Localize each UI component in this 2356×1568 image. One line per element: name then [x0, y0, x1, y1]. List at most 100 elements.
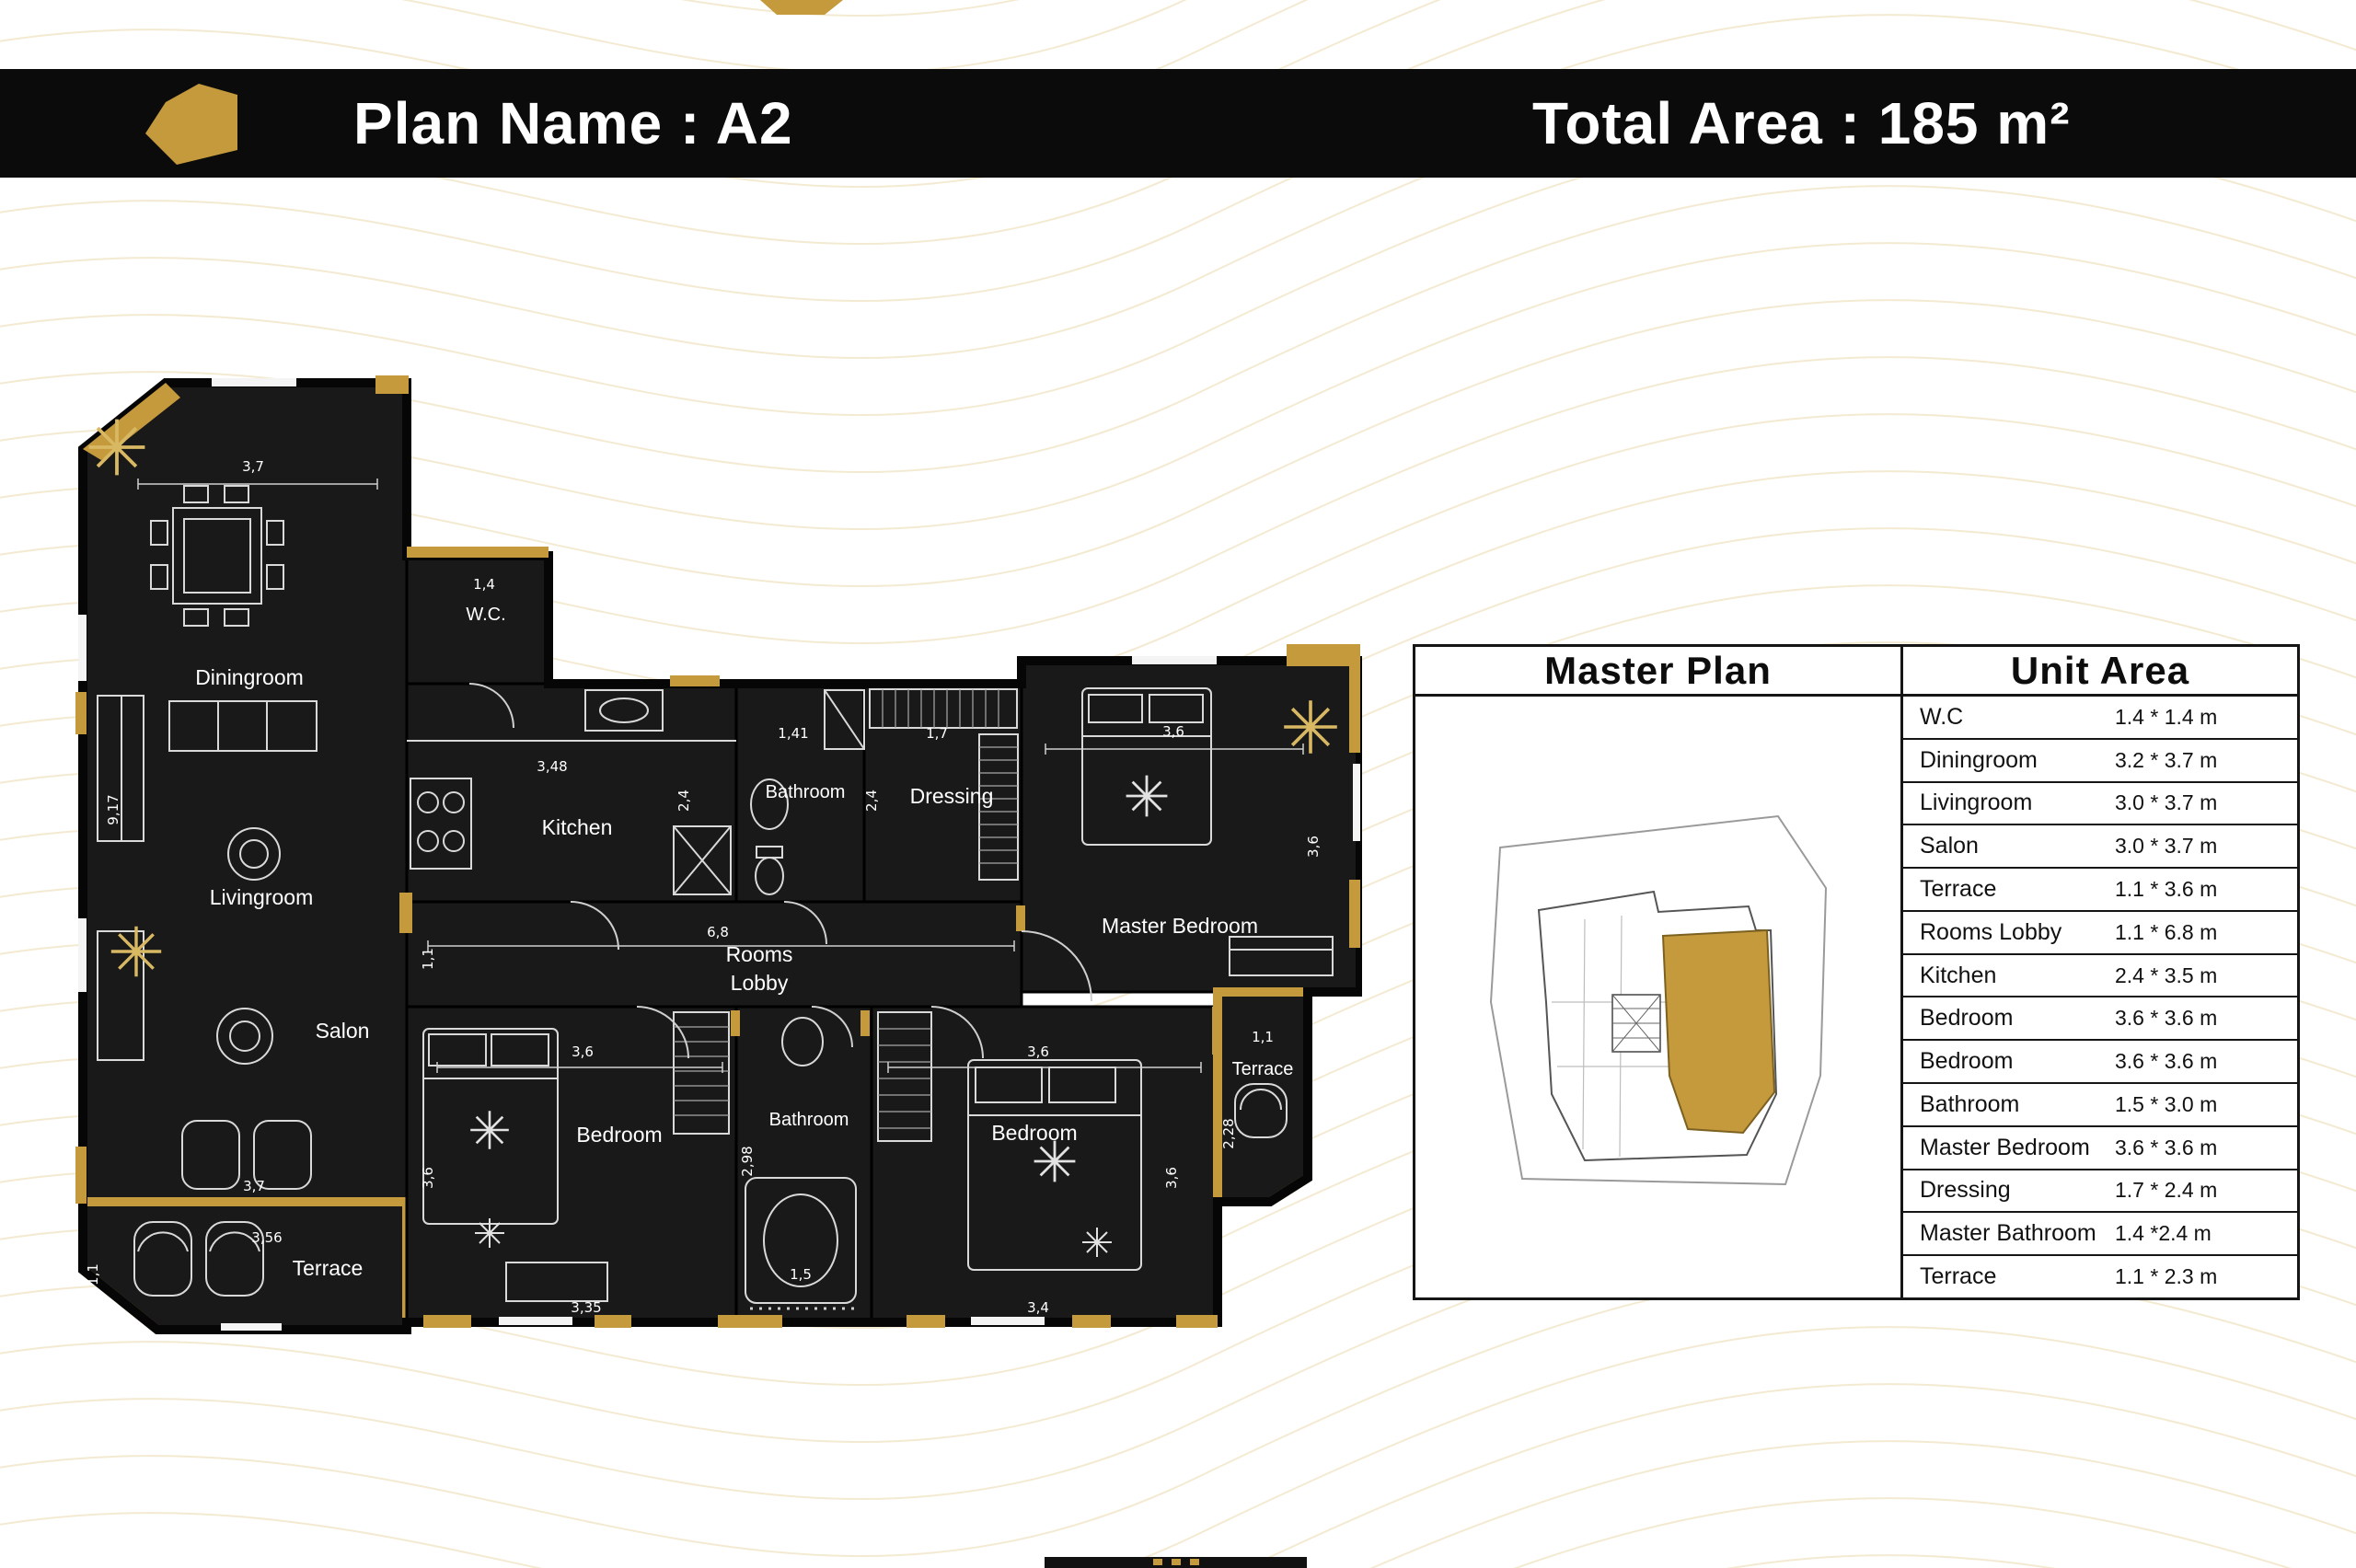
row-room-name: Rooms Lobby: [1920, 918, 2062, 945]
dim-label: 3,6: [420, 1167, 436, 1189]
row-room-name: Master Bathroom: [1920, 1220, 2096, 1247]
room-left-wing: [81, 381, 409, 1204]
table-row: Dressing 1.7 * 2.4 m: [1903, 1170, 2297, 1214]
row-room-dims: 1.4 *2.4 m: [2115, 1221, 2212, 1246]
row-room-dims: 2.4 * 3.5 m: [2115, 963, 2218, 987]
dim-label: 1,41: [778, 725, 808, 742]
room-label-dressing: Dressing: [910, 784, 994, 808]
dim-label: 3,6: [1027, 1043, 1049, 1060]
dim-label: 1,1: [85, 1263, 101, 1286]
row-room-name: Salon: [1920, 833, 1979, 859]
row-room-name: Livingroom: [1920, 790, 2033, 816]
room-label-livingroom: Livingroom: [210, 885, 314, 909]
row-room-name: Diningroom: [1920, 746, 2038, 773]
dim-label: 3,6: [1163, 1167, 1180, 1189]
table-row: Diningroom 3.2 * 3.7 m: [1903, 740, 2297, 783]
dim-label: 3,35: [571, 1299, 601, 1316]
highlighted-unit: [1661, 928, 1775, 1134]
table-row: Bathroom 1.5 * 3.0 m: [1903, 1084, 2297, 1127]
row-room-dims: 3.6 * 3.6 m: [2115, 1049, 2218, 1074]
footer-partial-graphic: [1045, 1557, 1307, 1568]
plan-name-title: Plan Name : A2: [353, 90, 793, 156]
dim-label: 1,1: [420, 948, 436, 970]
row-room-dims: 1.1 * 3.6 m: [2115, 877, 2218, 902]
master-plan-header: Master Plan: [1415, 647, 1903, 694]
table-row: W.C 1.4 * 1.4 m: [1903, 697, 2297, 740]
furniture: [87, 417, 1339, 1310]
site-boundary: [1489, 814, 1827, 1185]
dim-label: 3,6: [1162, 723, 1184, 740]
dim-label: 2,4: [863, 790, 880, 812]
table-row: Master Bathroom 1.4 *2.4 m: [1903, 1213, 2297, 1257]
logo-shape: [145, 84, 237, 165]
row-room-dims: 3.6 * 3.6 m: [2115, 1006, 2218, 1031]
room-label-terrace-bottom: Terrace: [293, 1256, 364, 1280]
row-room-name: Kitchen: [1920, 962, 1997, 988]
dim-label: 1,5: [790, 1266, 812, 1283]
row-room-dims: 3.6 * 3.6 m: [2115, 1135, 2218, 1159]
table-row: Bedroom 3.6 * 3.6 m: [1903, 997, 2297, 1042]
table-row: Master Bedroom 3.6 * 3.6 m: [1903, 1127, 2297, 1170]
dim-label: 3,48: [537, 758, 567, 775]
room-kitchen: [405, 682, 738, 904]
table-row: Salon 3.0 * 3.7 m: [1903, 825, 2297, 870]
dim-label: 6,8: [707, 924, 729, 940]
table-header-row: Master Plan Unit Area: [1415, 647, 2297, 697]
master-plan-cell: [1415, 697, 1903, 1297]
room-label-lobby-1: Rooms: [726, 942, 793, 966]
dim-label: 1,7: [926, 725, 948, 742]
total-area-title: Total Area : 185 m²: [1532, 90, 2071, 156]
dim-label: 1,4: [473, 576, 495, 593]
room-labels: Diningroom Livingroom Salon W.C. Kitchen…: [195, 605, 1293, 1280]
unit-area-table: Master Plan Unit Area W.C 1.4 * 1.4 m Din…: [1413, 644, 2300, 1300]
row-room-dims: 1.7 * 2.4 m: [2115, 1178, 2218, 1203]
room-label-wc: W.C.: [466, 605, 505, 625]
dimension-labels: 3,7 9,17 1,4 3,48 2,4 1,41 2,4 1,7 3,6 3…: [85, 458, 1322, 1316]
room-bedroom-left: [405, 1005, 738, 1324]
room-rooms-lobby: [405, 900, 1023, 1009]
table-row: Kitchen 2.4 * 3.5 m: [1903, 955, 2297, 998]
row-room-dims: 3.0 * 3.7 m: [2115, 834, 2218, 859]
gold-accents: [75, 375, 1360, 1328]
window-marks: [78, 378, 1360, 1331]
door-arcs: [468, 683, 1092, 1059]
unit-area-header: Unit Area: [2010, 648, 2190, 692]
room-label-kitchen: Kitchen: [542, 815, 613, 839]
row-room-dims: 1.4 * 1.4 m: [2115, 704, 2218, 729]
master-plan-thumbnail: [1489, 814, 1827, 1185]
row-room-name: Terrace: [1920, 1263, 1997, 1290]
dim-label: 1,1: [1252, 1029, 1274, 1045]
header-bar: Plan Name : A2 Total Area : 185 m²: [0, 69, 2356, 178]
dim-label: 3,7: [242, 458, 264, 475]
stair-lines: [1611, 994, 1660, 1052]
room-label-terrace-right: Terrace: [1232, 1059, 1294, 1079]
dim-label: 2,28: [1220, 1118, 1237, 1148]
dim-label: 2,4: [676, 790, 692, 812]
row-room-dims: 3.2 * 3.7 m: [2115, 747, 2218, 772]
dim-label: 3,7: [243, 1178, 265, 1194]
unit-area-rows: W.C 1.4 * 1.4 m Diningroom 3.2 * 3.7 m Liv…: [1903, 697, 2297, 1297]
row-room-name: Master Bedroom: [1920, 1134, 2090, 1160]
room-label-master-bedroom: Master Bedroom: [1102, 914, 1258, 938]
room-shapes: [78, 378, 1362, 1334]
row-room-name: Bathroom: [1920, 1090, 2020, 1117]
dim-label: 2,98: [739, 1146, 756, 1176]
row-room-name: Terrace: [1920, 876, 1997, 903]
room-terrace-right: [1213, 987, 1312, 1206]
row-room-name: W.C: [1920, 703, 1964, 730]
row-room-name: Bedroom: [1920, 1005, 2014, 1032]
row-room-dims: 1.5 * 3.0 m: [2115, 1091, 2218, 1116]
room-label-bedroom-right: Bedroom: [991, 1121, 1077, 1145]
dimension-lines: [137, 478, 1304, 1073]
gold-diamond-tip: [760, 0, 843, 15]
brand-logo-icon: [145, 84, 237, 165]
row-room-name: Dressing: [1920, 1177, 2011, 1204]
dim-label: 9,17: [105, 794, 121, 824]
room-label-diningroom: Diningroom: [195, 665, 304, 689]
dim-label: 3,4: [1027, 1299, 1049, 1316]
